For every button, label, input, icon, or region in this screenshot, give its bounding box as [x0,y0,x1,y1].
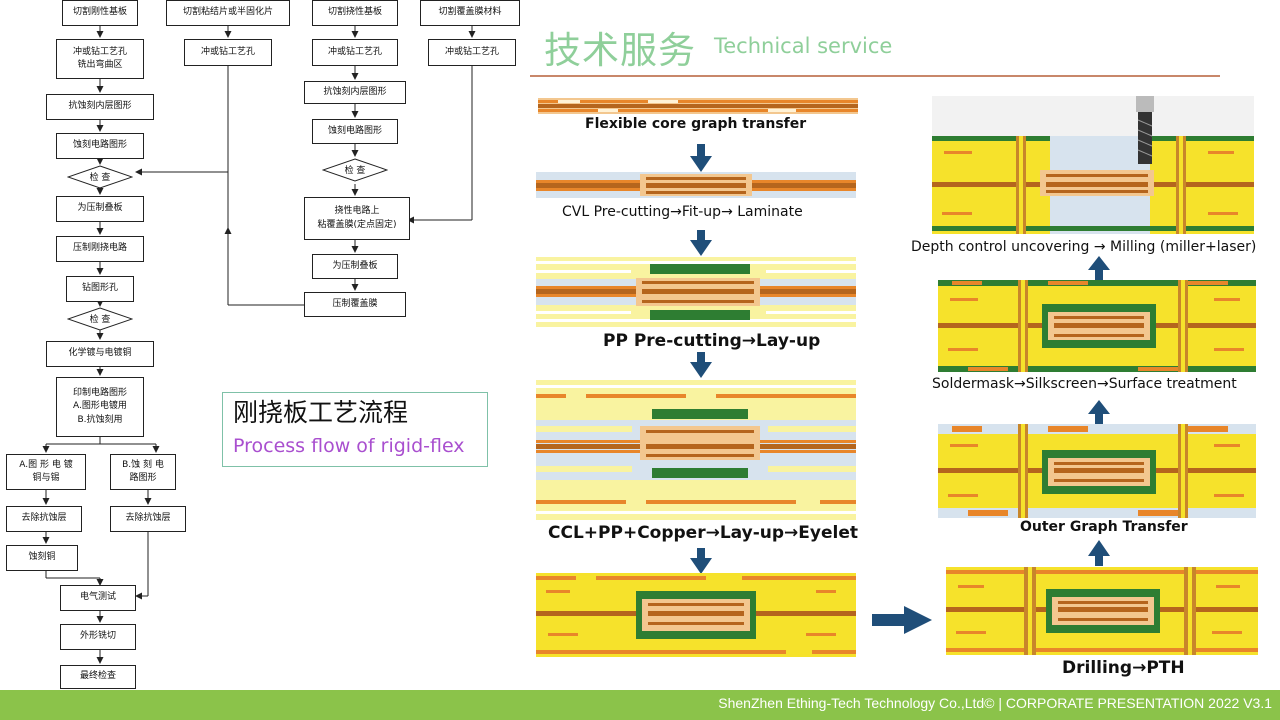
board-step4-laminated [536,573,856,657]
step6-caption: Outer Graph Transfer [1020,519,1188,535]
flow-col3-drill: 冲或钻工艺孔 [312,39,398,66]
flow-press-layup: 为压制叠板 [56,196,144,222]
arrow-right [872,606,932,634]
flow-col3-etch-circuit: 蚀刻电路图形 [312,119,398,144]
flow-remove-resist-b: 去除抗蚀层 [110,506,186,532]
arrow-down-2 [690,230,712,256]
board-step2-coverlay [536,172,856,198]
arrow-down-4 [690,548,712,574]
flow-col3-inspect: 检 查 [322,158,388,182]
board-step6-outer [938,424,1256,518]
flow-press-rigid-flex: 压制刚挠电路 [56,236,144,262]
flow-etch-circuit-pattern: 蚀刻电路图形 [56,133,144,159]
flow-drill-holes: 钻图形孔 [66,276,134,302]
flow-col2-drill: 冲或钻工艺孔 [184,39,272,66]
step4-caption: CCL+PP+Copper→Lay-up→Eyelet [548,523,858,543]
page-title-en: Technical service [714,34,893,58]
flow-col3-press-layup: 为压制叠板 [312,254,398,279]
step5-caption: Drilling→PTH [1062,658,1185,678]
arrow-up-3 [1088,256,1110,280]
process-flow-title-en: Process flow of rigid-flex [233,435,465,457]
flow-print-circuit: 印制电路图形 A.图形电镀用 B.抗蚀刻用 [56,377,144,437]
flow-cut-rigid-substrate: 切割刚性基板 [62,0,138,26]
flow-etch-inner-pattern: 抗蚀刻内层图形 [46,94,154,120]
footer-bar: ShenZhen Ething-Tech Technology Co.,Ltd©… [0,690,1280,720]
step3-caption: PP Pre-cutting→Lay-up [603,331,821,351]
flow-coverlay-tack: 挠性电路上 粘覆盖膜(定点固定) [304,197,410,240]
arrow-down-1 [690,144,712,172]
flow-electrical-test: 电气测试 [60,585,136,611]
flow-mill-outline: 外形铣切 [60,624,136,650]
board-step7-soldermask [938,280,1256,372]
arrow-up-1 [1088,540,1110,566]
process-flow-box: 刚挠板工艺流程 Process flow of rigid-flex [222,392,488,467]
flow-inspect-1: 检 查 [67,165,133,189]
flow-etch-copper: 蚀刻铜 [6,545,78,571]
arrow-up-2 [1088,400,1110,424]
flow-remove-resist-a: 去除抗蚀层 [6,506,82,532]
flow-branch-b: B.蚀 刻 电 路图形 [110,454,176,490]
flow-press-coverlay: 压制覆盖膜 [304,292,406,317]
step7-caption: Soldermask→Silkscreen→Surface treatment [932,376,1237,392]
flow-cut-coverlay: 切割覆盖膜材料 [420,0,520,26]
step8-caption: Depth control uncovering → Milling (mill… [911,239,1257,255]
flowchart-connectors [42,26,476,664]
flow-plating: 化学镀与电镀铜 [46,341,154,367]
board-step5-drilled [946,567,1258,655]
flow-branch-a: A.图 形 电 镀 铜与锡 [6,454,86,490]
board-step1-flex-core [538,98,858,114]
step1-caption: Flexible core graph transfer [585,116,807,132]
flow-col3-etch-inner: 抗蚀刻内层图形 [304,81,406,104]
flow-cut-bond-ply: 切割粘结片或半固化片 [166,0,290,26]
board-step8-milling [932,96,1254,234]
flow-col4-drill: 冲或钻工艺孔 [428,39,516,66]
flow-cut-flex-substrate: 切割挠性基板 [312,0,398,26]
flow-final-inspect: 最终检查 [60,665,136,689]
board-step3-pp-layup [536,257,856,327]
step2-caption: CVL Pre-cutting→Fit-up→ Laminate [562,204,803,220]
page-title-cn: 技术服务 [544,29,696,72]
board-step4-ccl-layup [536,380,856,520]
footer-text: ShenZhen Ething-Tech Technology Co.,Ltd©… [718,695,1272,711]
flow-inspect-2: 检 查 [67,307,133,331]
arrow-down-3 [690,352,712,378]
flow-punch-drill-bend-area: 冲或钻工艺孔 铣出弯曲区 [56,39,144,79]
process-flow-title-cn: 刚挠板工艺流程 [233,398,409,427]
title-divider [530,75,1220,77]
